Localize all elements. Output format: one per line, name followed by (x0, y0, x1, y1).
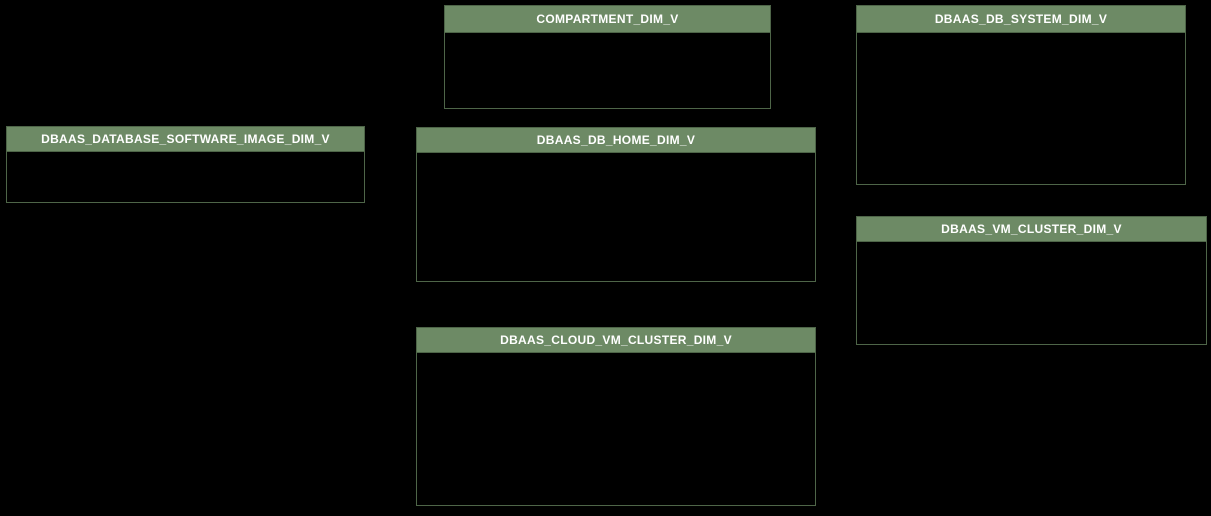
entity-title-dbaas-database-software-image-dim-v: DBAAS_DATABASE_SOFTWARE_IMAGE_DIM_V (7, 127, 364, 152)
entity-compartment-dim-v[interactable]: COMPARTMENT_DIM_V (444, 5, 771, 109)
entity-title-dbaas-db-home-dim-v: DBAAS_DB_HOME_DIM_V (417, 128, 815, 153)
entity-dbaas-vm-cluster-dim-v[interactable]: DBAAS_VM_CLUSTER_DIM_V (856, 216, 1207, 345)
entity-body-dbaas-db-home-dim-v (417, 153, 815, 281)
entity-title-compartment-dim-v: COMPARTMENT_DIM_V (445, 6, 770, 33)
entity-title-dbaas-db-system-dim-v: DBAAS_DB_SYSTEM_DIM_V (857, 6, 1185, 33)
entity-body-dbaas-db-system-dim-v (857, 33, 1185, 184)
entity-title-dbaas-cloud-vm-cluster-dim-v: DBAAS_CLOUD_VM_CLUSTER_DIM_V (417, 328, 815, 353)
entity-dbaas-cloud-vm-cluster-dim-v[interactable]: DBAAS_CLOUD_VM_CLUSTER_DIM_V (416, 327, 816, 506)
entity-dbaas-database-software-image-dim-v[interactable]: DBAAS_DATABASE_SOFTWARE_IMAGE_DIM_V (6, 126, 365, 203)
entity-dbaas-db-system-dim-v[interactable]: DBAAS_DB_SYSTEM_DIM_V (856, 5, 1186, 185)
entity-dbaas-db-home-dim-v[interactable]: DBAAS_DB_HOME_DIM_V (416, 127, 816, 282)
entity-title-dbaas-vm-cluster-dim-v: DBAAS_VM_CLUSTER_DIM_V (857, 217, 1206, 242)
entity-body-dbaas-cloud-vm-cluster-dim-v (417, 353, 815, 505)
entity-body-compartment-dim-v (445, 33, 770, 108)
entity-body-dbaas-vm-cluster-dim-v (857, 242, 1206, 344)
entity-body-dbaas-database-software-image-dim-v (7, 152, 364, 202)
